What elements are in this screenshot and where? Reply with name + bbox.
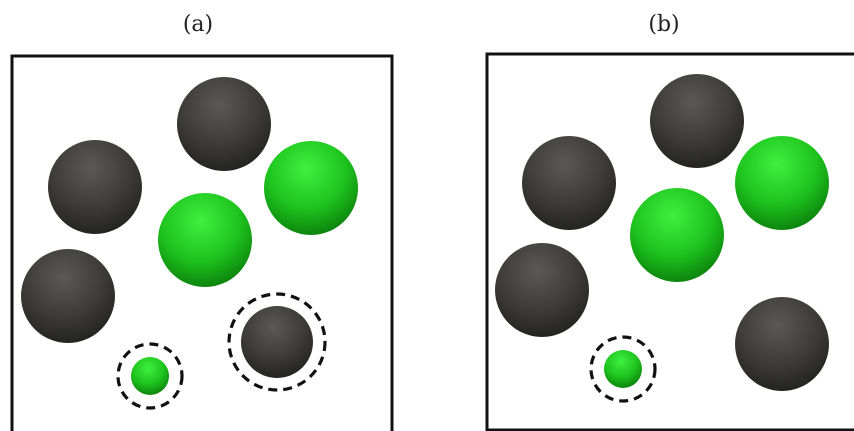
dark-sphere <box>21 249 115 343</box>
green-sphere <box>630 188 724 282</box>
panel-a <box>12 56 392 431</box>
panel-label-a: (a) <box>183 12 213 37</box>
green-sphere <box>264 141 358 235</box>
green-sphere <box>735 136 829 230</box>
panel-b <box>487 54 854 430</box>
dark-sphere <box>177 77 271 171</box>
dark-sphere-small <box>241 306 313 378</box>
green-sphere-small <box>131 357 169 395</box>
green-sphere <box>158 193 252 287</box>
dark-sphere <box>522 136 616 230</box>
dark-sphere <box>48 140 142 234</box>
panel-label-b: (b) <box>648 12 679 37</box>
green-sphere-small <box>604 350 642 388</box>
dark-sphere <box>650 74 744 168</box>
dark-sphere <box>495 243 589 337</box>
dark-sphere <box>735 297 829 391</box>
